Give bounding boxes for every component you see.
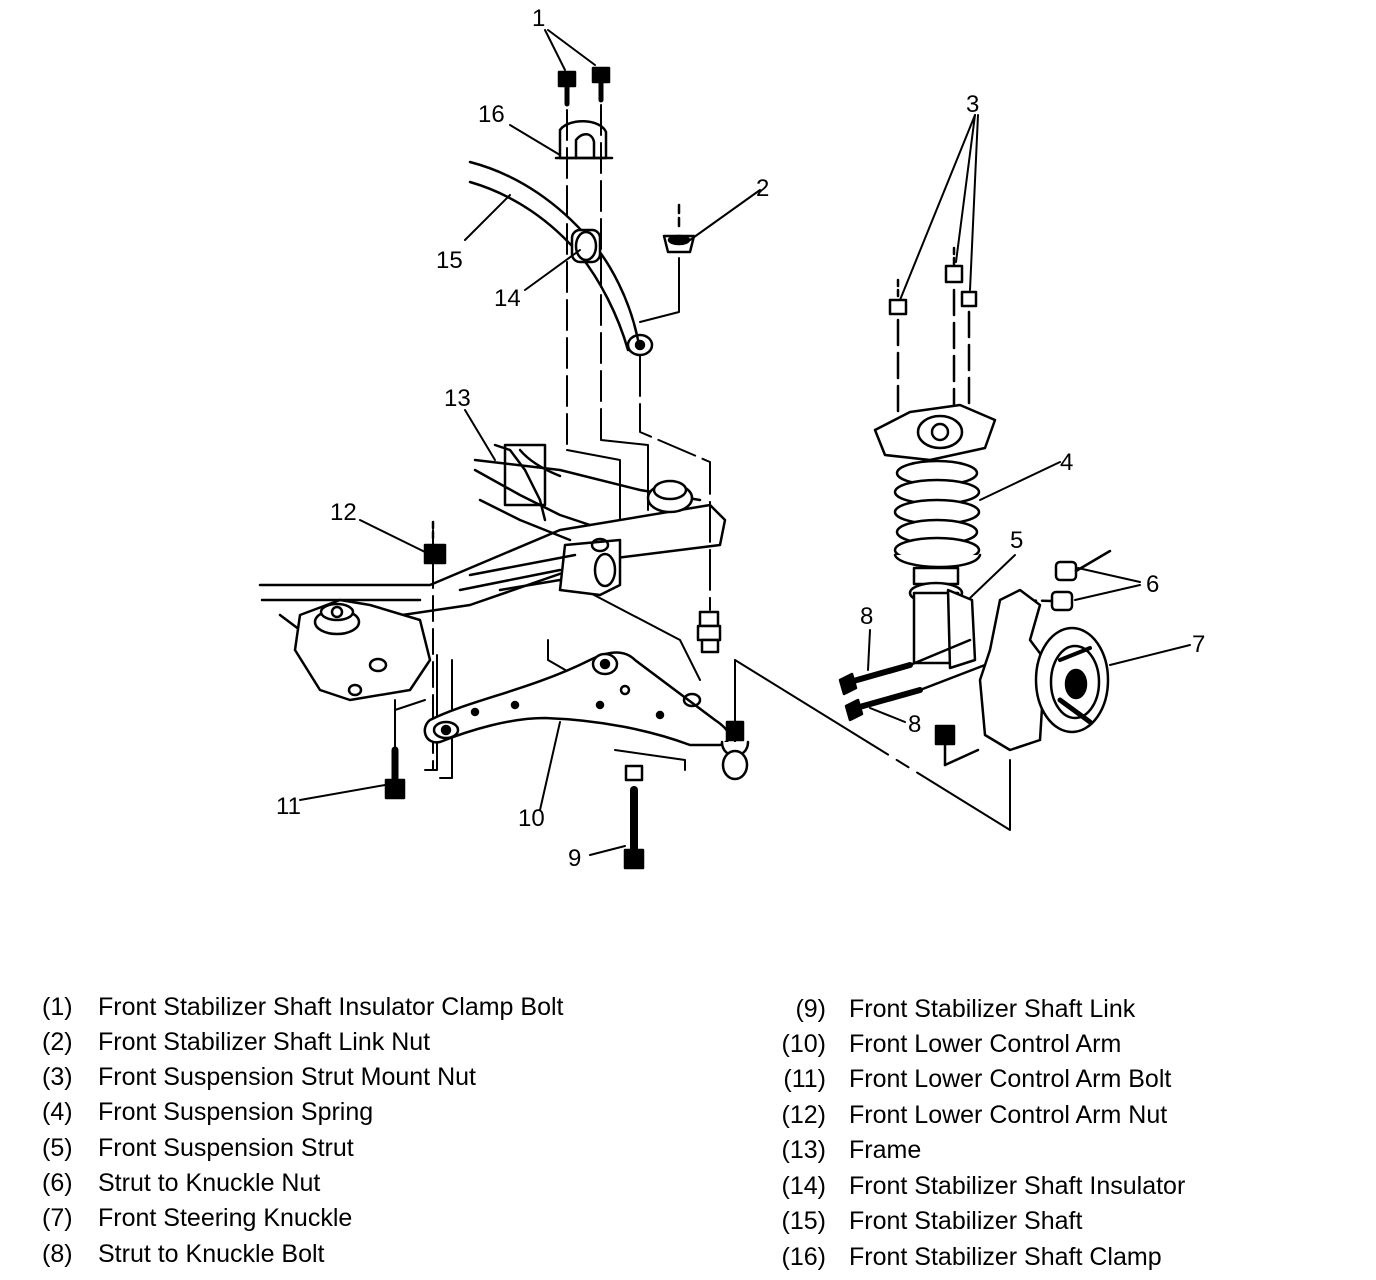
legend-label: Front Stabilizer Shaft Link <box>849 995 1136 1023</box>
callout-10: 10 <box>518 805 545 832</box>
legend-number: (4) <box>42 1098 73 1126</box>
legend-item-4: (4) Front Suspension Spring <box>0 1097 700 1127</box>
callout-leaders <box>299 29 1191 856</box>
legend-label: Frame <box>849 1136 922 1164</box>
legend-number: (6) <box>42 1169 73 1197</box>
callout-2: 2 <box>756 175 769 202</box>
legend-item-12: (12) Front Lower Control Arm Nut <box>0 1100 1376 1130</box>
callout-7: 7 <box>1192 631 1205 658</box>
legend-item-8: (8) Strut to Knuckle Bolt <box>0 1239 700 1269</box>
steering-knuckle <box>934 588 1110 767</box>
legend-item-6: (6) Strut to Knuckle Nut <box>0 1168 700 1198</box>
legend-item-2: (2) Front Stabilizer Shaft Link Nut <box>0 1027 700 1057</box>
legend-item-3: (3) Front Suspension Strut Mount Nut <box>0 1062 700 1092</box>
callout-8-lower: 8 <box>908 711 921 738</box>
legend-label: Front Suspension Strut <box>98 1134 354 1162</box>
stabilizer-link <box>623 610 722 870</box>
callout-1: 1 <box>532 5 545 32</box>
suspension-exploded-diagram: 1 2 3 4 5 6 7 8 8 9 10 11 12 13 14 15 16 <box>258 5 1205 872</box>
legend-item-1: (1) Front Stabilizer Shaft Insulator Cla… <box>0 992 700 1022</box>
stabilizer-insulator <box>570 228 602 264</box>
callout-4: 4 <box>1060 449 1073 476</box>
clamp-bolts <box>557 66 611 107</box>
legend-item-15: (15) Front Stabilizer Shaft <box>0 1206 1376 1236</box>
legend-label: Front Suspension Spring <box>98 1098 374 1126</box>
legend-label: Front Stabilizer Shaft Link Nut <box>98 1028 431 1056</box>
legend-item-13: (13) Frame <box>0 1135 1376 1165</box>
legend-number: (9) <box>795 995 826 1023</box>
legend-number: (10) <box>781 1030 826 1058</box>
legend-label: Front Stabilizer Shaft Clamp <box>849 1243 1162 1271</box>
legend-number: (16) <box>781 1243 826 1271</box>
stabilizer-shaft <box>468 160 654 357</box>
lower-control-arm-bolt <box>384 746 406 800</box>
callout-13: 13 <box>444 385 471 412</box>
legend-number: (1) <box>42 993 73 1021</box>
strut-assembly <box>873 403 997 670</box>
legend-label: Front Stabilizer Shaft <box>849 1207 1083 1235</box>
frame <box>258 443 727 702</box>
stabilizer-clamp <box>554 120 614 160</box>
legend-label: Front Stabilizer Shaft Insulator <box>849 1172 1186 1200</box>
link-nut <box>662 203 696 254</box>
legend-item-9: (9) Front Stabilizer Shaft Link <box>0 994 1376 1024</box>
legend-item-7: (7) Front Steering Knuckle <box>0 1203 700 1233</box>
legend-number: (8) <box>42 1240 73 1268</box>
legend-label: Front Stabilizer Shaft Insulator Clamp B… <box>98 993 564 1021</box>
legend-number: (3) <box>42 1063 73 1091</box>
callout-15: 15 <box>436 247 463 274</box>
legend-number: (5) <box>42 1134 73 1162</box>
legend-label: Front Steering Knuckle <box>98 1204 353 1232</box>
legend-label: Front Lower Control Arm <box>849 1030 1122 1058</box>
legend-number: (14) <box>781 1172 826 1200</box>
legend-item-10: (10) Front Lower Control Arm <box>0 1029 1376 1059</box>
legend-item-16: (16) Front Stabilizer Shaft Clamp <box>0 1242 1376 1272</box>
callout-numbers: 1 2 3 4 5 6 7 8 8 9 10 11 12 13 14 15 16 <box>276 5 1205 872</box>
strut-to-knuckle-bolts <box>838 638 987 722</box>
callout-5: 5 <box>1010 527 1023 554</box>
legend-label: Front Lower Control Arm Nut <box>849 1101 1168 1129</box>
callout-12: 12 <box>330 499 357 526</box>
callout-14: 14 <box>494 285 521 312</box>
callout-11: 11 <box>276 793 301 820</box>
callout-6: 6 <box>1146 571 1159 598</box>
callout-9: 9 <box>568 845 581 872</box>
legend-label: Strut to Knuckle Bolt <box>98 1240 325 1268</box>
legend-item-14: (14) Front Stabilizer Shaft Insulator <box>0 1171 1376 1201</box>
legend-number: (12) <box>781 1101 826 1129</box>
lower-control-arm <box>423 651 750 781</box>
legend-number: (7) <box>42 1204 73 1232</box>
legend-number: (2) <box>42 1028 73 1056</box>
legend-label: Front Lower Control Arm Bolt <box>849 1065 1172 1093</box>
legend-label: Front Suspension Strut Mount Nut <box>98 1063 476 1091</box>
legend-label: Strut to Knuckle Nut <box>98 1169 321 1197</box>
legend-number: (15) <box>781 1207 826 1235</box>
legend-number: (11) <box>783 1065 826 1093</box>
legend-number: (13) <box>781 1136 826 1164</box>
legend-item-5: (5) Front Suspension Strut <box>0 1133 700 1163</box>
lower-control-arm-nut <box>423 520 447 565</box>
callout-16: 16 <box>478 101 505 128</box>
legend-item-11: (11) Front Lower Control Arm Bolt <box>0 1064 1376 1094</box>
callout-8-upper: 8 <box>860 603 873 630</box>
callout-3: 3 <box>966 91 979 118</box>
